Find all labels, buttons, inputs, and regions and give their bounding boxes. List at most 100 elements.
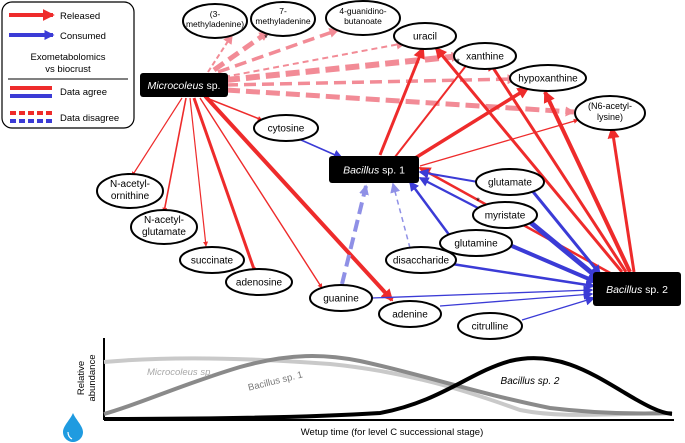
edge-bac1-uracil: [378, 46, 425, 156]
node-citrulline: citrulline: [457, 312, 523, 340]
svg-text:glutamate: glutamate: [488, 178, 532, 189]
edge-micro-adenine: [204, 95, 394, 302]
metabolite-nodes: (3- methyladenine) 7- methyladenine * 4-…: [96, 0, 646, 340]
node-hypoxanthine: hypoxanthine: [509, 64, 587, 92]
svg-text:7-: 7-: [279, 6, 287, 16]
svg-text:Bacillus sp. 1: Bacillus sp. 1: [343, 165, 405, 177]
edge-micro-acetyllysine: [225, 87, 576, 117]
svg-text:4-guanidino-: 4-guanidino-: [339, 6, 386, 16]
node-n-acetyl-ornithine: N-acetyl- ornithine: [96, 173, 164, 209]
svg-text:adenosine: adenosine: [236, 278, 283, 289]
svg-text:glutamine: glutamine: [454, 239, 498, 250]
edge-micro-uracil: [223, 39, 407, 78]
edge-bac1-acetyllysine: [419, 118, 579, 167]
abundance-plot: Microcoleus sp. Bacillus sp. 1 Bacillus …: [63, 338, 674, 442]
svg-text:abundance: abundance: [87, 354, 98, 401]
node-n-acetyl-glutamate: N-acetyl- glutamate: [130, 209, 198, 245]
edge-micro-cytosine: [203, 96, 263, 121]
edge-bac2-acetyllysine: [607, 126, 636, 273]
edge-micro-guanidinobutanoate: [217, 28, 340, 74]
edge-citrulline-bac2: [521, 295, 596, 321]
svg-text:citrulline: citrulline: [472, 322, 509, 333]
svg-text:N-acetyl-: N-acetyl-: [110, 179, 150, 190]
svg-text:*: *: [264, 33, 268, 43]
node-adenine: adenine: [378, 300, 442, 328]
svg-text:hypoxanthine: hypoxanthine: [518, 74, 578, 85]
edge-bac2-uracil: [434, 46, 624, 273]
node-guanidinobutanoate: 4-guanidino- butanoate: [325, 0, 401, 36]
node-n6-acetyllysine: (N6-acetyl- lysine): [574, 95, 646, 131]
svg-text:methyladenine): methyladenine): [186, 19, 244, 29]
svg-text:Released: Released: [60, 11, 100, 22]
svg-text:*: *: [456, 57, 460, 67]
curve-bacillus-1: [103, 354, 673, 416]
edge-micro-7methyladenine: [212, 29, 270, 73]
svg-text:Data agree: Data agree: [60, 87, 107, 98]
svg-text:Microcoleus sp.: Microcoleus sp.: [148, 80, 221, 92]
svg-text:(N6-acetyl-: (N6-acetyl-: [588, 101, 632, 111]
edge-glutamate-bac1: [418, 168, 479, 183]
node-uracil: uracil: [393, 22, 457, 50]
edge-myristate-bac2: [528, 220, 600, 280]
edge-micro-acetylglutamate: [162, 97, 187, 213]
edge-bac2-xanthine: [486, 58, 628, 273]
svg-text:Data disagree: Data disagree: [60, 113, 119, 124]
svg-text:xanthine: xanthine: [466, 52, 504, 63]
node-xanthine: xanthine *: [453, 42, 517, 70]
svg-text:myristate: myristate: [485, 211, 526, 222]
svg-text:N-acetyl-: N-acetyl-: [144, 215, 184, 226]
edge-adenine-bac2: [439, 289, 594, 307]
svg-text:Microcoleus sp.: Microcoleus sp.: [147, 367, 213, 378]
svg-text:Exometabolomics: Exometabolomics: [31, 52, 106, 63]
svg-text:Wetup time (for level C succes: Wetup time (for level C successional sta…: [301, 427, 484, 438]
svg-text:*: *: [476, 196, 480, 206]
edge-bac1-hypoxanthine: [411, 86, 530, 162]
svg-text:succinate: succinate: [191, 256, 234, 267]
edge-micro-adenosine: [192, 97, 257, 273]
svg-text:guanine: guanine: [323, 294, 359, 305]
node-myristate: myristate *: [472, 196, 538, 229]
organism-microcoleus: Microcoleus sp.: [140, 73, 228, 97]
svg-text:uracil: uracil: [413, 32, 437, 43]
node-succinate: succinate: [179, 246, 245, 274]
svg-text:vs biocrust: vs biocrust: [45, 64, 91, 75]
edge-micro-hypoxanthine: [225, 74, 518, 87]
node-glutamine: glutamine: [439, 229, 513, 257]
edge-bac1-xanthine: [394, 57, 473, 158]
node-glutamate: glutamate: [475, 168, 545, 196]
edge-micro-acetylornithine: [131, 97, 183, 177]
edge-micro-3methyladenine: [207, 33, 233, 73]
node-3-methyladenine: (3- methyladenine): [182, 3, 248, 39]
svg-text:adenine: adenine: [392, 310, 428, 321]
svg-text:Bacillus sp. 1: Bacillus sp. 1: [247, 369, 304, 393]
legend: Released Consumed Exometabolomics vs bio…: [1, 1, 135, 129]
curve-microcoleus: [103, 356, 673, 417]
edge-disaccharide-bac1: [390, 182, 411, 249]
edge-micro-guanine: [199, 97, 323, 289]
network-edges: [131, 28, 636, 321]
node-cytosine: cytosine: [253, 114, 319, 142]
edge-glutamine-bac1: [408, 180, 452, 237]
node-disaccharide: disaccharide: [385, 246, 457, 274]
edge-myristate-bac1: [418, 177, 479, 209]
svg-text:(3-: (3-: [210, 9, 221, 19]
organism-bacillus-1: Bacillus sp. 1: [329, 156, 419, 183]
node-7-methyladenine: 7- methyladenine *: [250, 1, 316, 43]
svg-text:methyladenine: methyladenine: [255, 16, 311, 26]
edge-micro-succinate: [189, 97, 209, 247]
svg-text:glutamate: glutamate: [142, 227, 186, 238]
edge-bac2-hypoxanthine: [543, 90, 632, 273]
svg-text:Relative: Relative: [76, 361, 87, 395]
node-adenosine: adenosine: [225, 268, 293, 296]
svg-text:disaccharide: disaccharide: [393, 256, 450, 267]
edge-micro-xanthine: [225, 51, 462, 83]
edge-glutamine-bac2: [511, 244, 598, 284]
node-guanine: guanine: [309, 284, 373, 312]
svg-text:Bacillus sp. 2: Bacillus sp. 2: [501, 376, 560, 387]
svg-text:ornithine: ornithine: [111, 191, 150, 202]
svg-text:butanoate: butanoate: [344, 16, 382, 26]
svg-text:Consumed: Consumed: [60, 31, 106, 42]
svg-text:lysine): lysine): [597, 112, 623, 122]
water-drop-icon: [63, 413, 83, 442]
